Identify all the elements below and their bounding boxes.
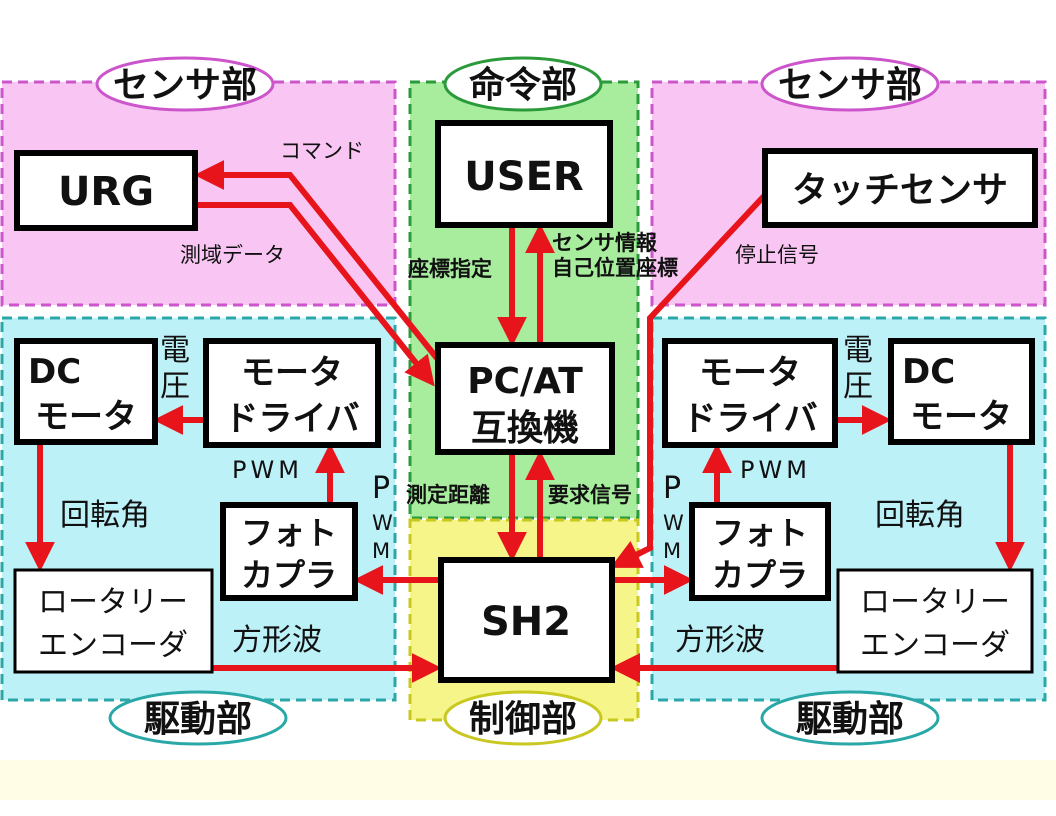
region-label-drive-left: 駆動部 xyxy=(108,690,288,746)
signal-label-pwm-p: P xyxy=(663,471,681,506)
block-sh2: SH2 xyxy=(438,557,615,683)
block-photocoupler-left: フォト カプラ xyxy=(220,502,358,601)
block-label: PC/AT xyxy=(467,361,583,402)
region-label-text: センサ部 xyxy=(778,65,922,106)
region-label-text: 駆動部 xyxy=(144,699,252,740)
region-label-command: 命令部 xyxy=(443,56,603,112)
region-label-text: 駆動部 xyxy=(796,699,904,740)
block-label: エンコーダ xyxy=(38,628,188,663)
block-label: モータ xyxy=(241,353,343,393)
signal-label-pwm-m: M xyxy=(663,539,681,563)
block-label: URG xyxy=(58,169,154,215)
arrow-range-data xyxy=(195,202,435,387)
signal-label-command: コマンド xyxy=(280,139,364,163)
block-label: ドライバ xyxy=(682,399,817,439)
signal-label-pwm: PWM xyxy=(740,456,811,484)
region-label-text: 命令部 xyxy=(469,64,577,106)
block-touch-sensor: タッチセンサ xyxy=(762,148,1038,228)
block-user: USER xyxy=(435,120,613,228)
block-label: DC xyxy=(28,352,81,392)
region-label-sensor-right: センサ部 xyxy=(760,56,940,112)
block-label: DC xyxy=(902,352,955,392)
signal-label-pwm-w: W xyxy=(663,511,684,535)
block-rotary-encoder-left: ロータリー エンコーダ xyxy=(13,568,214,674)
block-label: USER xyxy=(464,154,583,200)
block-motor-driver-left: モータ ドライバ xyxy=(203,338,381,448)
arrow-command xyxy=(194,160,443,364)
signal-label-pwm: PWM xyxy=(232,456,303,484)
block-label: エンコーダ xyxy=(860,628,1010,663)
signal-label-rotation-angle: 回転角 xyxy=(60,498,150,533)
signal-label-stop: 停止信号 xyxy=(735,243,819,267)
block-label: フォト xyxy=(712,514,808,552)
signal-label-voltage: 電 xyxy=(160,333,190,368)
block-motor-driver-right: モータ ドライバ xyxy=(662,338,838,448)
signal-label-measured-distance: 測定距離 xyxy=(406,483,490,507)
block-label: モータ xyxy=(35,397,137,437)
arrow-stop-signal xyxy=(610,192,768,568)
signal-label-pwm-w: W xyxy=(372,511,393,535)
block-dc-motor-right: DC モータ xyxy=(888,338,1035,445)
block-label: ロータリー xyxy=(38,585,188,620)
signal-label-pwm-m: M xyxy=(372,539,390,563)
block-urg: URG xyxy=(14,150,198,231)
signal-label-voltage: 圧 xyxy=(843,369,873,404)
signal-label-sensor-info: センサ情報 xyxy=(552,231,658,255)
block-pc-at: PC/AT 互換機 xyxy=(435,342,615,455)
region-label-text: 制御部 xyxy=(469,699,577,740)
block-label: ドライバ xyxy=(224,399,359,439)
block-label: モータ xyxy=(699,353,801,393)
signal-label-self-position: 自己位置座標 xyxy=(552,256,678,280)
block-rotary-encoder-right: ロータリー エンコーダ xyxy=(836,568,1034,674)
region-label-drive-right: 駆動部 xyxy=(760,690,940,746)
block-label: カプラ xyxy=(241,556,337,594)
signal-label-voltage: 電 xyxy=(843,333,873,368)
signal-label-square-wave: 方形波 xyxy=(232,623,322,658)
block-label: SH2 xyxy=(481,599,571,645)
block-label: モータ xyxy=(910,397,1012,437)
signal-label-voltage: 圧 xyxy=(160,369,190,404)
block-label: フォト xyxy=(241,514,337,552)
region-label-text: センサ部 xyxy=(113,65,257,106)
signal-label-pwm-p: P xyxy=(372,471,390,506)
footer-strip xyxy=(0,760,1056,800)
block-label: カプラ xyxy=(712,556,808,594)
block-photocoupler-right: フォト カプラ xyxy=(689,502,831,601)
signal-label-square-wave: 方形波 xyxy=(675,623,765,658)
region-label-control: 制御部 xyxy=(443,690,603,746)
signal-label-rotation-angle: 回転角 xyxy=(875,498,965,533)
region-label-sensor-left: センサ部 xyxy=(95,56,275,112)
signal-label-request: 要求信号 xyxy=(548,483,632,507)
block-label: 互換機 xyxy=(471,408,579,449)
signal-label-range-data: 測域データ xyxy=(180,243,285,267)
block-label: ロータリー xyxy=(860,585,1010,620)
block-dc-motor-left: DC モータ xyxy=(14,338,158,445)
signal-label-coord-spec: 座標指定 xyxy=(408,257,492,281)
block-label: タッチセンサ xyxy=(792,170,1008,211)
